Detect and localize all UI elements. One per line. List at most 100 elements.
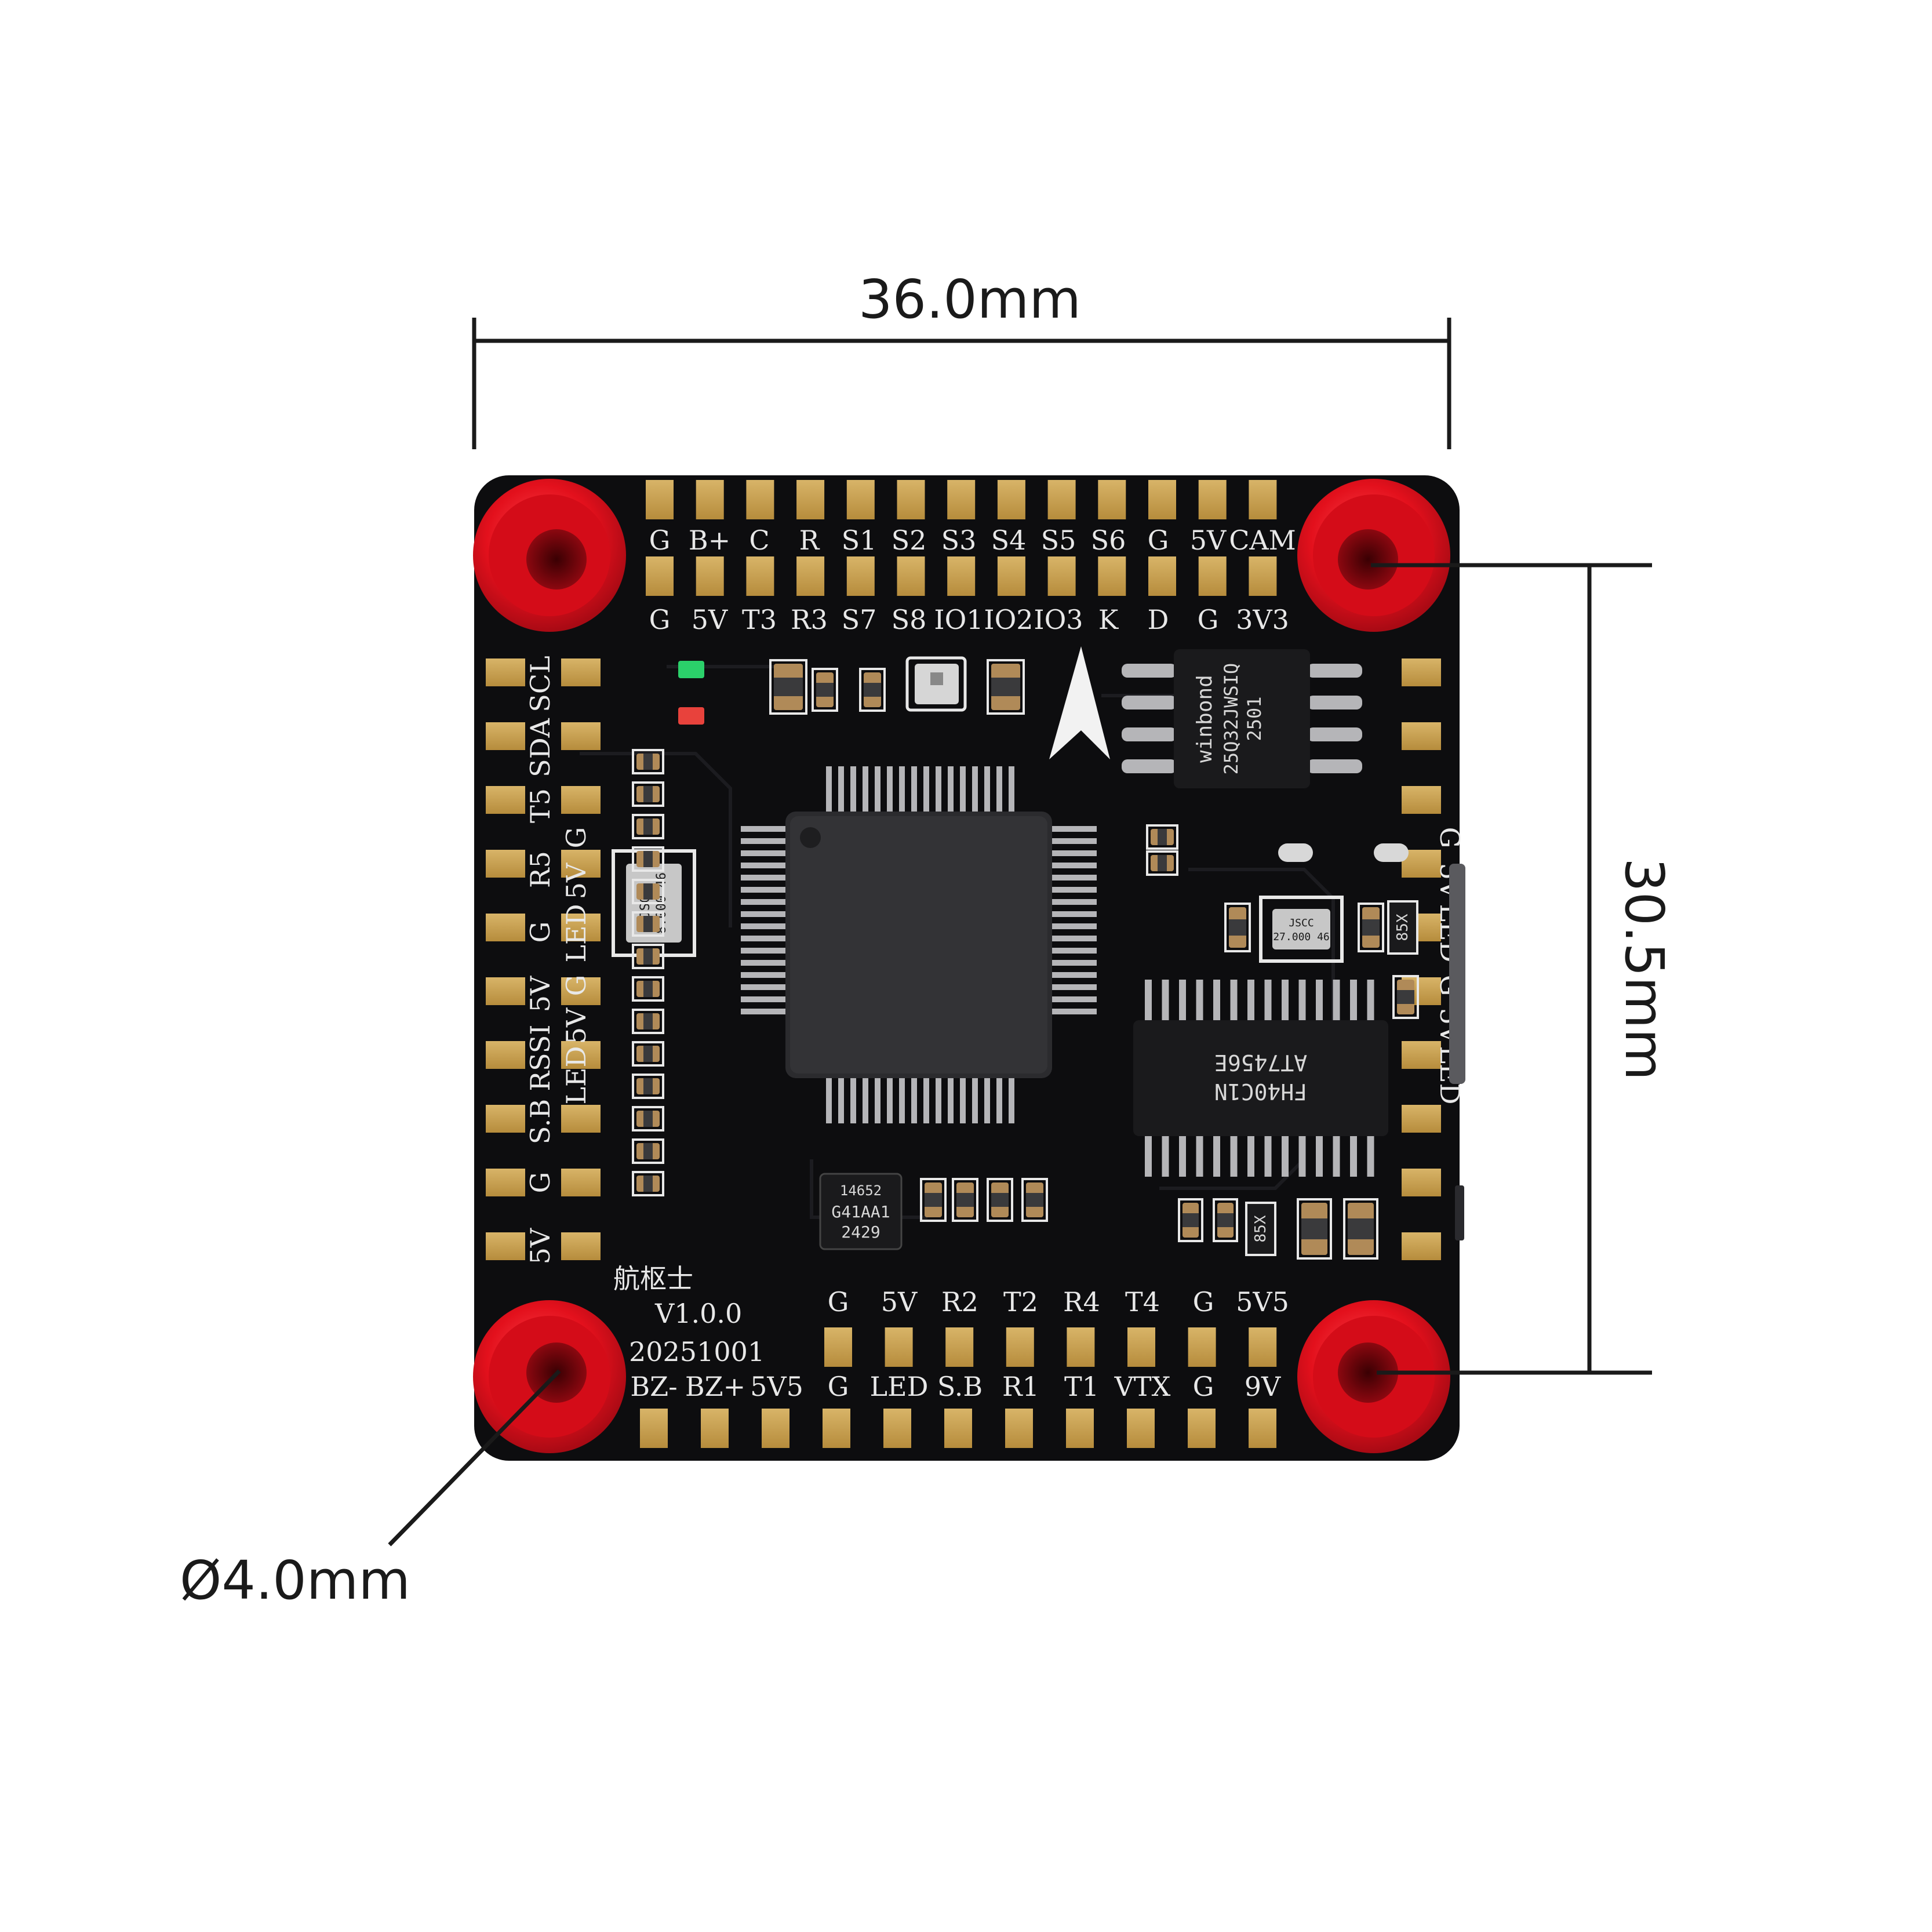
component-center xyxy=(991,678,1020,696)
component-outline xyxy=(859,668,886,712)
pad-label: T2 xyxy=(1003,1286,1038,1318)
osd-pin xyxy=(1350,980,1357,1021)
mount-grommet-top-left xyxy=(473,479,626,632)
osd-pin xyxy=(1350,1135,1357,1177)
smd-component xyxy=(1358,903,1384,952)
pad-label: T3 xyxy=(742,604,777,635)
board-branding: 航枢士 V1.0.0 20251001 xyxy=(613,1263,765,1367)
brand-name: 航枢士 xyxy=(613,1263,693,1294)
tvs-diodes: 85X 85X xyxy=(1245,900,1418,1256)
hole-diameter-label: Ø4.0mm xyxy=(180,1549,410,1611)
solder-pad xyxy=(1098,480,1126,519)
osd-pin xyxy=(1145,980,1152,1021)
solder-pad xyxy=(944,1409,972,1448)
mcu-pin xyxy=(850,1077,856,1123)
component-outline xyxy=(632,1106,664,1131)
smd-component xyxy=(632,1074,664,1099)
pad-label: R3 xyxy=(791,604,828,635)
mcu-pin xyxy=(911,1077,917,1123)
imu-line1: 14652 xyxy=(840,1183,882,1199)
mcu-pin xyxy=(741,972,787,978)
component-center xyxy=(1183,1213,1199,1227)
pad-label: 5V5 xyxy=(750,1371,803,1402)
pad-label: G xyxy=(1198,604,1219,635)
mcu-pin xyxy=(1050,887,1097,893)
component-center xyxy=(643,883,653,900)
osd-pin xyxy=(1145,1135,1152,1177)
pad-label: 3V3 xyxy=(1236,604,1289,635)
component-outline xyxy=(1021,1178,1048,1222)
solder-pad xyxy=(997,480,1025,519)
mcu-pin xyxy=(863,766,868,813)
pad-label: LED xyxy=(561,904,592,962)
mcu-pin xyxy=(1050,863,1097,868)
pad-label: LED xyxy=(869,1371,928,1402)
osd-pin xyxy=(1162,980,1169,1021)
mcu-pin xyxy=(741,826,787,832)
component-center xyxy=(1026,1193,1043,1207)
solder-pad xyxy=(1402,658,1441,686)
crystal-small-brand: JSCC xyxy=(1289,917,1314,929)
smd-component xyxy=(632,781,664,807)
mcu-pin xyxy=(838,1077,844,1123)
usb-connector xyxy=(1449,864,1465,1084)
component-outline xyxy=(632,1009,664,1034)
solder-pad xyxy=(846,556,875,596)
mcu-pin xyxy=(741,863,787,868)
component-outline xyxy=(1146,824,1178,850)
solder-pad xyxy=(486,658,525,686)
component-outline xyxy=(987,659,1025,715)
solder-pad xyxy=(897,480,925,519)
component-outline xyxy=(632,1138,664,1164)
smd-component xyxy=(1178,1198,1203,1242)
mcu-pin xyxy=(948,1077,954,1123)
imu-chip: 14652 G41AA1 2429 xyxy=(819,1173,903,1250)
mcu-pin xyxy=(923,766,929,813)
component-center xyxy=(1301,1218,1327,1239)
solder-pad xyxy=(1066,1409,1094,1448)
solder-pad xyxy=(1127,1409,1155,1448)
solder-pad xyxy=(1127,1327,1155,1367)
mcu-pin xyxy=(1050,960,1097,966)
osd-chip: FH40C1N AT7456E xyxy=(1133,980,1388,1177)
osd-pin xyxy=(1213,1135,1220,1177)
jumper-pad xyxy=(1278,843,1313,862)
mcu-pin xyxy=(960,1077,966,1123)
osd-pin xyxy=(1179,1135,1186,1177)
component-outline xyxy=(632,976,664,1002)
pad-label: G xyxy=(828,1371,849,1402)
tvs-label: 85X xyxy=(1252,1215,1269,1242)
component-outline xyxy=(952,1178,978,1222)
solder-pad xyxy=(561,658,601,686)
component-center xyxy=(774,678,803,696)
mcu-pin xyxy=(936,766,941,813)
component-outline xyxy=(920,1178,947,1222)
pad-label: IO3 xyxy=(1034,604,1083,635)
smd-component xyxy=(632,846,664,872)
mcu-pin xyxy=(1009,766,1014,813)
smd-component xyxy=(1392,975,1419,1019)
crystal-small-freq: 27.000 46 xyxy=(1273,931,1330,943)
mcu-pin xyxy=(1050,948,1097,954)
mcu-pin xyxy=(741,960,787,966)
mcu-pin xyxy=(741,923,787,929)
mcu-pin xyxy=(887,766,893,813)
mcu-pin xyxy=(1050,984,1097,990)
solder-pad xyxy=(1067,1327,1095,1367)
solder-pad xyxy=(1148,480,1176,519)
date-code: 20251001 xyxy=(629,1336,765,1367)
component-outline xyxy=(632,1041,664,1067)
passive-components xyxy=(632,659,1419,1260)
mcu-pin xyxy=(741,887,787,893)
osd-pin xyxy=(1316,980,1323,1021)
direction-arrow-icon xyxy=(1049,646,1110,759)
pad-label: T5 xyxy=(525,788,556,823)
pad-label: T1 xyxy=(1064,1371,1099,1402)
solder-pad xyxy=(1402,722,1441,750)
pad-label: G xyxy=(1193,1286,1214,1318)
component-center xyxy=(1362,919,1380,936)
component-center xyxy=(643,1143,653,1159)
osd-pin xyxy=(1282,980,1289,1021)
solder-pad xyxy=(486,1041,525,1069)
mcu-pin xyxy=(984,766,990,813)
